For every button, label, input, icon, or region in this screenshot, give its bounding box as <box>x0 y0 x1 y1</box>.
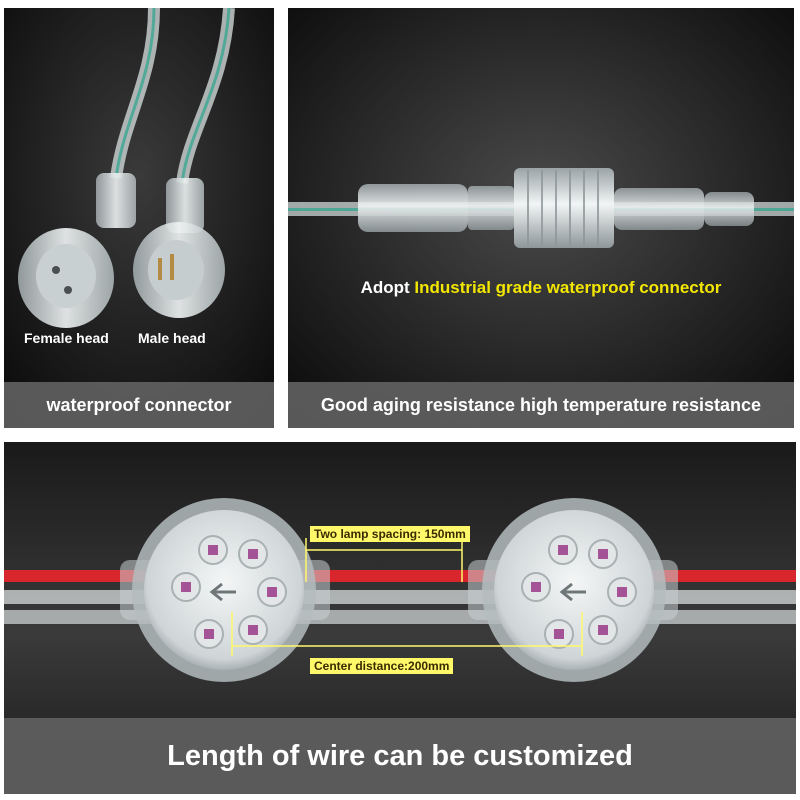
spacing-dimension-line <box>231 538 583 656</box>
female-male-connector-panel: Female head Male head waterproof connect… <box>4 8 274 428</box>
led-module-1 <box>120 498 330 682</box>
headline-highlight: Industrial grade waterproof connector <box>414 278 722 297</box>
connector-headline: Adopt Industrial grade waterproof connec… <box>288 278 794 298</box>
male-head-label: Male head <box>138 330 206 346</box>
female-head-label: Female head <box>24 330 109 346</box>
lamp-spacing-panel: Two lamp spacing: 150mm Center distance:… <box>4 442 796 794</box>
center-distance-label: Center distance:200mm <box>310 658 454 674</box>
headline-prefix: Adopt <box>360 278 415 297</box>
connector-heads-photo <box>4 8 274 428</box>
industrial-connector-panel: Adopt Industrial grade waterproof connec… <box>288 8 794 428</box>
led-module-2 <box>468 498 678 682</box>
wire-length-caption: Length of wire can be customized <box>4 718 796 794</box>
aging-resistance-caption: Good aging resistance high temperature r… <box>288 382 794 428</box>
lamp-spacing-label: Two lamp spacing: 150mm <box>310 526 470 542</box>
inline-connector-photo <box>288 8 794 428</box>
waterproof-connector-caption: waterproof connector <box>4 382 274 428</box>
